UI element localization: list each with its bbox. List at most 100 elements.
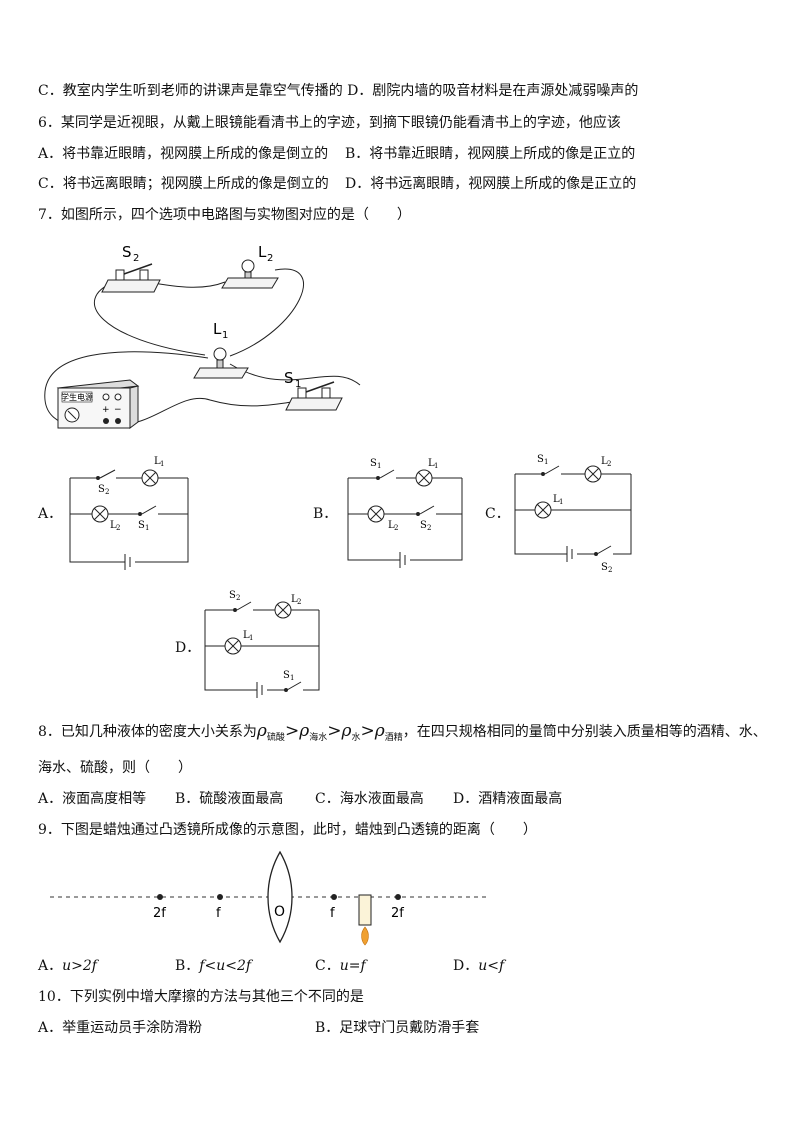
d-label-l2: L	[291, 594, 298, 605]
convex-lens-figure: 2f f O f 2f	[50, 850, 488, 946]
rho-seawater-sub: 海水	[309, 732, 328, 743]
q8-stem-pre: 8．已知几种液体的密度大小关系为	[38, 724, 257, 740]
q6-option-a: A．将书靠近眼睛，视网膜上所成的像是倒立的	[38, 146, 329, 162]
label-2f-left: 2f	[153, 906, 166, 921]
q7-stem: 7．如图所示，四个选项中电路图与实物图对应的是（ ）	[38, 207, 411, 223]
q6-stem: 6．某同学是近视眼，从戴上眼镜能看清书上的字迹，到摘下眼镜仍能看清书上的字迹，他…	[38, 115, 621, 131]
rho-alcohol: ρ	[374, 721, 385, 741]
b-label-s1: S	[370, 458, 377, 469]
q9-b-math: f<u<2f	[199, 958, 252, 974]
label-f-right: f	[330, 906, 335, 921]
photo-label-s2-sub: 2	[133, 253, 139, 264]
q5-options-cd: C．教室内学生听到老师的讲课声是靠空气传播的 D．剧院内墙的吸音材料是在声源处减…	[38, 83, 639, 99]
q8-stem-line2: 海水、硫酸，则（ ）	[38, 760, 192, 776]
b-label-l2-sub: 2	[394, 524, 398, 532]
q9-c-math: u=f	[339, 958, 366, 974]
photo-label-s1: S	[284, 369, 294, 387]
q6-option-c: C．将书远离眼睛；视网膜上所成的像是倒立的	[38, 176, 329, 192]
d-label-l2-sub: 2	[297, 598, 301, 606]
a-label-l2: L	[110, 520, 117, 531]
power-minus-label: −	[114, 405, 122, 415]
d-label-s1: S	[283, 670, 290, 681]
q9-option-c: C．u=f	[315, 957, 366, 975]
photo-label-s1-sub: 1	[295, 379, 301, 390]
q7-option-c-label: C．	[485, 506, 510, 522]
a-label-s2: S	[98, 484, 105, 495]
b-label-s2: S	[420, 520, 427, 531]
q8-option-c: C．海水液面最高	[315, 791, 424, 807]
rho-seawater: ρ	[299, 721, 310, 741]
label-f-left: f	[216, 906, 221, 921]
b-label-s2-sub: 2	[427, 524, 431, 532]
q8-option-d: D．酒精液面最高	[453, 791, 563, 807]
rho-alcohol-sub: 酒精	[384, 732, 403, 743]
lamp-l1-photo: L 1	[193, 320, 249, 379]
c-label-s1: S	[537, 454, 544, 465]
gt-3: >	[360, 721, 375, 741]
a-label-l1-sub: 1	[160, 460, 164, 468]
gt-2: >	[327, 721, 342, 741]
switch-s2-photo: S 2	[101, 243, 161, 293]
q7-option-a-label: A．	[38, 506, 63, 522]
label-2f-right: 2f	[391, 906, 404, 921]
q8-option-a: A．液面高度相等	[38, 791, 147, 807]
photo-label-l2-sub: 2	[267, 253, 273, 264]
q9-option-a: A．u>2f	[38, 957, 97, 975]
a-label-l1: L	[154, 456, 161, 467]
rho-sulfuric: ρ	[256, 721, 267, 741]
d-label-s2-sub: 2	[236, 594, 240, 602]
photo-label-l1: L	[213, 320, 222, 338]
a-label-l2-sub: 2	[116, 524, 120, 532]
rho-water-sub: 水	[351, 732, 361, 743]
q9-a-math: u>2f	[62, 958, 97, 974]
c-label-l1: L	[553, 494, 560, 505]
q7-option-b-label: B．	[313, 506, 338, 522]
q6-option-d: D．将书远离眼睛，视网膜上所成的像是正立的	[345, 176, 637, 192]
d-label-l1: L	[243, 630, 250, 641]
power-supply-label: 学生电源	[61, 392, 93, 402]
q10-stem: 10．下列实例中增大摩擦的方法与其他三个不同的是	[38, 989, 364, 1005]
photo-label-l2: L	[258, 243, 267, 261]
q9-a-prefix: A．	[38, 958, 63, 974]
a-label-s1: S	[138, 520, 145, 531]
power-plus-label: +	[102, 405, 110, 415]
switch-s1-photo: S 1	[284, 369, 343, 411]
q9-d-prefix: D．	[453, 958, 479, 974]
power-supply-photo: 学生电源 + −	[56, 379, 140, 429]
c-label-l2: L	[601, 456, 608, 467]
b-label-l1: L	[428, 458, 435, 469]
c-label-l2-sub: 2	[607, 460, 611, 468]
q9-b-prefix: B．	[175, 958, 200, 974]
c-label-s2-sub: 2	[608, 566, 612, 574]
photo-label-s2: S	[122, 243, 132, 261]
a-label-s2-sub: 2	[105, 488, 109, 496]
q9-d-math: u<f	[478, 958, 505, 974]
q9-stem: 9．下图是蜡烛通过凸透镜所成像的示意图，此时，蜡烛到凸透镜的距离（ ）	[38, 822, 537, 838]
q8-stem: 8．已知几种液体的密度大小关系为ρ硫酸>ρ海水>ρ水>ρ酒精，在四只规格相同的量…	[38, 722, 767, 747]
q8-option-b: B．硫酸液面最高	[175, 791, 284, 807]
c-label-s2: S	[601, 562, 608, 573]
c-label-s1-sub: 1	[544, 458, 548, 466]
q10-option-a: A．举重运动员手涂防滑粉	[38, 1020, 203, 1036]
rho-water: ρ	[341, 721, 352, 741]
q9-option-d: D．u<f	[453, 957, 504, 975]
q6-option-b: B．将书靠近眼睛，视网膜上所成的像是正立的	[345, 146, 636, 162]
b-label-l2: L	[388, 520, 395, 531]
c-label-l1-sub: 1	[559, 498, 563, 506]
a-label-s1-sub: 1	[145, 524, 149, 532]
b-label-s1-sub: 1	[377, 462, 381, 470]
q8-stem-post: ，在四只规格相同的量筒中分别装入质量相等的酒精、水、	[402, 724, 767, 740]
q10-option-b: B．足球守门员戴防滑手套	[315, 1020, 480, 1036]
rho-sulfuric-sub: 硫酸	[266, 732, 285, 743]
label-o: O	[274, 904, 285, 920]
q7-option-d-label: D．	[175, 640, 201, 656]
photo-label-l1-sub: 1	[222, 330, 228, 341]
q9-c-prefix: C．	[315, 958, 340, 974]
d-label-s1-sub: 1	[290, 674, 294, 682]
physical-circuit-figure: S 2 L 2 L 1 S 1 学生电源 + −	[44, 243, 361, 429]
d-label-l1-sub: 1	[249, 634, 253, 642]
